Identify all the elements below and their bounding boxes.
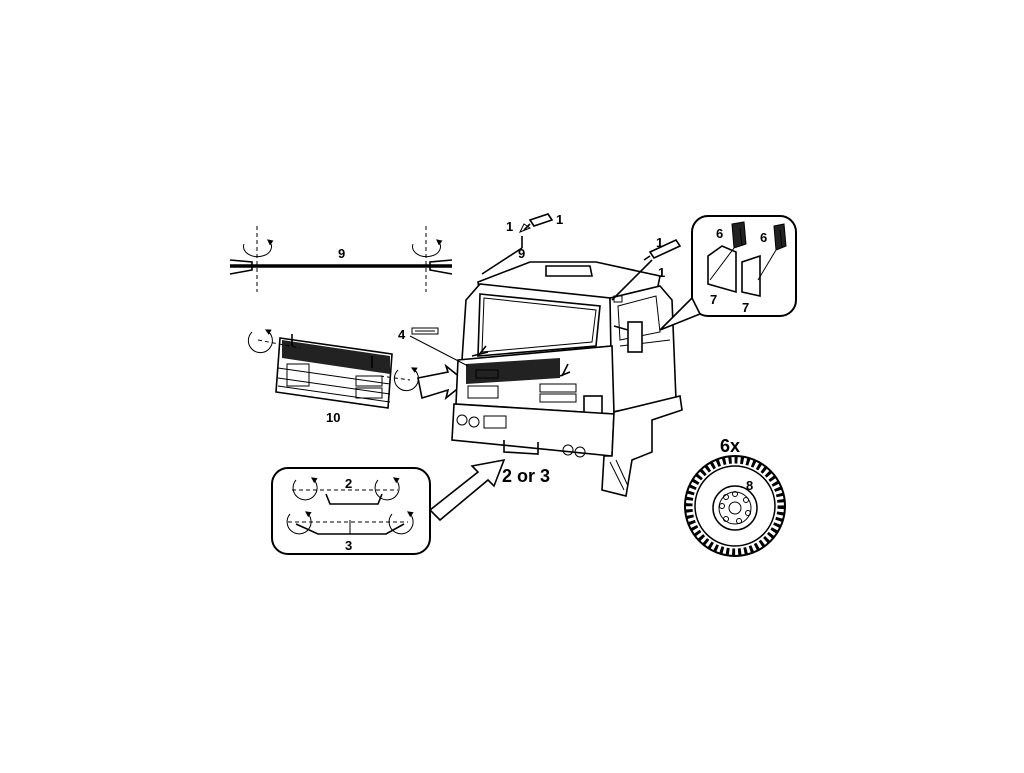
grille-detail: 10: [247, 329, 419, 425]
part1-details: 1 1 1 1 9: [506, 212, 682, 280]
label-bumper-choice: 2 or 3: [502, 466, 550, 486]
label-bracket-b: 7: [742, 300, 749, 315]
mudflap-callout: 6 6 7 7: [659, 215, 797, 331]
label-flap-b: 6: [760, 230, 767, 245]
label-wheel-hub: 8: [746, 478, 753, 493]
label-grille: 10: [326, 410, 340, 425]
label-wiper-top: 9: [338, 246, 345, 261]
emblem-detail: 4: [398, 327, 469, 367]
wiper-blade-detail: 9: [229, 226, 453, 292]
label-bumper-b: 3: [345, 538, 352, 553]
label-part1-b: 1: [556, 212, 563, 227]
label-wheel-count: 6x: [720, 436, 740, 456]
label-part1-a: 1: [506, 219, 513, 234]
bumper-callout: 2 3: [271, 458, 506, 555]
label-wiper-cab: 9: [518, 246, 525, 261]
label-part1-d: 1: [658, 265, 665, 280]
label-flap-a: 6: [716, 226, 723, 241]
label-bumper-a: 2: [345, 476, 352, 491]
wheel-detail: 6x 8: [684, 436, 786, 557]
label-part1-c: 1: [656, 235, 663, 250]
label-bracket-a: 7: [710, 292, 717, 307]
truck-cab: [451, 223, 683, 497]
label-emblem: 4: [398, 327, 406, 342]
